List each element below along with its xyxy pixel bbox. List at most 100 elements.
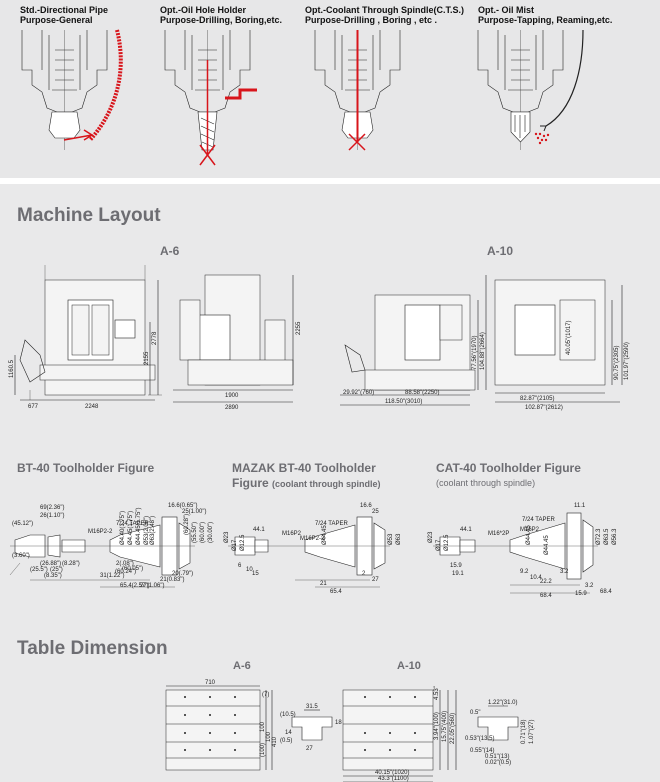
cat40-dim-label: 11.1	[574, 503, 586, 509]
bt40-dim-label: 21(0.83")	[160, 577, 184, 583]
table-a6-label: A-6	[233, 660, 251, 672]
bt40-dim-label: (3.60")	[12, 553, 30, 559]
mazak-dim-label: 7/24 TAPER	[315, 521, 348, 527]
a10-dim-side-total-h: 101.97"(2590)	[624, 342, 630, 380]
table-a10-plan: 4.53" 3.94"(100) 15.75"(400) 22.05"(560)…	[342, 686, 457, 782]
a10-dim-w-left: 29.92"(760)	[343, 390, 374, 396]
cat40-dim-label: Ø44.45	[544, 535, 550, 555]
table-a10-dim: 0.5"	[470, 710, 480, 716]
mazak-dim-label: 10	[246, 567, 253, 573]
mazak-dim-label: Ø53	[388, 533, 394, 545]
cat40-dim-label: 19.1	[452, 571, 464, 577]
coolant-cts-caption: Opt.-Coolant Through Spindle(C.T.S.) Pur…	[305, 5, 464, 25]
cat40-dim-label: Ø72.3	[596, 528, 602, 545]
mazak-dim-label: 15	[252, 571, 259, 577]
caption-line2: Purpose-Drilling , Boring , etc .	[305, 15, 438, 25]
machine-layout-drawings: 677 2248 2155 2778 1160.5 1900 2890 2255…	[9, 265, 630, 411]
caption-line2: Purpose-Tapping, Reaming,etc.	[478, 15, 613, 25]
mazak-title2: Figure	[232, 476, 269, 490]
mazak-dim-label: Ø63	[396, 533, 402, 545]
mazak-note: (coolant through spindle)	[272, 479, 381, 489]
cat40-dim-label: 3.2	[560, 569, 569, 575]
a6-side-view: 1900 2890 2255	[173, 274, 302, 411]
table-a10-dim: 0.55"(14)	[470, 748, 494, 754]
cat40-dim-label: M16*2P	[488, 531, 509, 537]
a6-dim-side-total: 2890	[225, 405, 239, 411]
divider	[0, 178, 660, 184]
bt40-dim-label: M16P2-2	[88, 529, 113, 535]
table-a6-dim: 710	[205, 680, 216, 686]
caption-line1: Opt.- Oil Mist	[478, 5, 534, 15]
cat40-dim-label: Ø63.5	[604, 528, 610, 545]
bt40-dim-label: Ø4.45(1.75")	[128, 511, 134, 545]
a10-dim-side-d1: 82.87"(2105)	[520, 396, 555, 402]
coolant-spindle-drawings	[21, 29, 584, 166]
table-a10-dim: 0.02"(0.5)	[485, 760, 511, 766]
a10-dim-side-label: 40.05"(1017)	[566, 321, 572, 356]
bt40-dim-label: 16.6(0.65")	[168, 503, 197, 509]
bt40-dim-label: (60.24")	[115, 569, 136, 575]
a6-dim-width: 2248	[85, 404, 99, 410]
mazak-drawing	[228, 516, 390, 588]
table-a6-dim: (7)	[262, 692, 269, 698]
mazak-dim-label: 6	[238, 563, 242, 569]
caption-line2: Purpose-General	[20, 15, 93, 25]
caption-line1: Std.-Directional Pipe	[20, 5, 109, 15]
table-dimension-drawings: 710 (7) 100 (100) 100 410 31.5 18 14 (10…	[165, 680, 535, 782]
table-a6-dim: 18	[335, 720, 342, 726]
bt40-dim-label: Ø53(2.09")	[144, 516, 150, 545]
a6-dim-height-total: 2778	[152, 331, 158, 345]
bt40-title: BT-40 Toolholder Figure	[17, 461, 155, 475]
bt40-dim-label: (45.12")	[12, 521, 33, 527]
a10-dim-w-total: 118.50"(3010)	[385, 399, 422, 405]
mazak-dim-label: 65.4	[330, 589, 342, 595]
bt40-dim-label: 2(.08")	[116, 561, 134, 567]
a10-front-view: 29.92"(760) 88.58"(2250) 118.50"(3010) 7…	[340, 275, 487, 406]
bt40-dim-label: 69(2.36")	[40, 505, 64, 511]
coolant-options-panel: Std.-Directional Pipe Purpose-General Op…	[0, 0, 660, 178]
table-a6-dim: 100	[266, 731, 272, 742]
bt40-dim-label: (25")	[50, 567, 63, 573]
cat40-title: CAT-40 Toolholder Figure	[436, 461, 581, 475]
bt40-dim-label: 31(1.22")	[100, 573, 124, 579]
mazak-dim-label: Ø17	[232, 539, 238, 551]
table-a10-dim: 0.71"(18)	[521, 720, 527, 744]
table-a6-plan: 710 (7) 100 (100) 100 410	[165, 680, 278, 771]
caption-line1: Opt.-Oil Hole Holder	[160, 5, 247, 15]
table-a6-tslot: 31.5 18 14 (10.5) 27 (0.5)	[280, 704, 342, 752]
table-a6-dim: (0.5)	[280, 738, 292, 744]
table-a6-dim: 14	[285, 730, 292, 736]
cat40-dim-label: 3.2	[585, 583, 594, 589]
bt40-dim-label: 26(1.10")	[40, 513, 64, 519]
cat40-dim-label: 68.4	[600, 589, 612, 595]
table-a6-dim: 31.5	[306, 704, 318, 710]
a10-dim-side-d2: 102.87"(2612)	[525, 405, 563, 411]
a10-label: A-10	[487, 244, 514, 258]
a6-dim-side-depth: 1900	[225, 393, 239, 399]
a6-dim-height-mid: 2155	[144, 351, 150, 365]
a6-dim-side-height: 2255	[296, 321, 302, 335]
mazak-dim-label: Ø12.5	[240, 534, 246, 551]
a6-dim-left: 677	[28, 404, 39, 410]
mazak-dim-label: 25	[372, 509, 379, 515]
bt40-dim-label: (8.35")	[44, 573, 62, 579]
a10-side-view: 40.05"(1017) 82.87"(2105) 102.87"(2612) …	[494, 279, 630, 411]
a10-dim-w-main: 88.58"(2250)	[405, 390, 440, 396]
table-a10-dim: 22.05"(560)	[450, 713, 456, 744]
mazak-title: MAZAK BT-40 Toolholder	[232, 461, 376, 475]
mazak-dim-label: M16P2	[282, 531, 302, 537]
table-a6-dim: (100)	[260, 743, 266, 757]
cat40-dim-label: 10.4	[530, 575, 542, 581]
bt40-dim-label: (8.28")	[62, 561, 80, 567]
bt40-drawing	[9, 516, 195, 588]
bt40-dim-label: Ø4.40(1.75")	[120, 511, 126, 545]
a6-label: A-6	[160, 244, 180, 258]
bt40-dim-label: (25.5")	[30, 567, 48, 573]
a10-dim-side-inner: 90.75"(2305)	[614, 346, 620, 381]
mazak-dim-label: Ø44.45	[322, 525, 328, 545]
table-a10-dim: 3.94"(100)	[434, 712, 440, 740]
bt40-dim-label: 7/24 TAPER	[116, 521, 149, 527]
table-a10-dim: 43.3"(1100)	[378, 776, 409, 782]
table-a10-tslot: 1.22"(31.0) 0.71"(18) 1.07"(27) 0.5" 0.5…	[465, 700, 535, 766]
